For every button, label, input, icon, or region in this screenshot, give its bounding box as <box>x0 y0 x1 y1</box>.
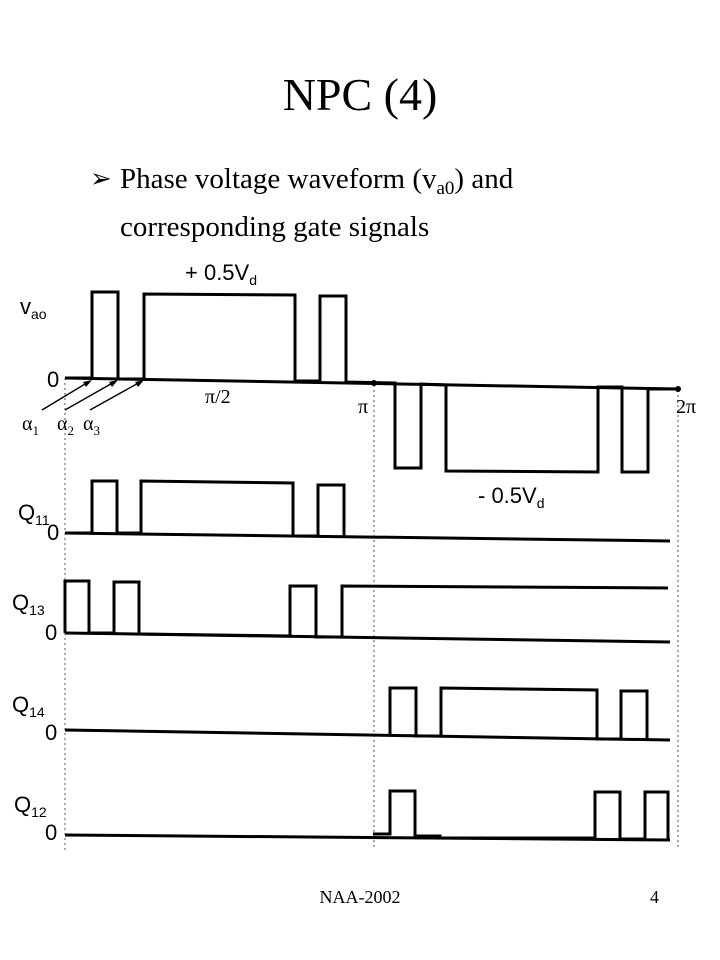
alpha1-label: α1 <box>22 413 39 438</box>
q13-label: Q13 <box>12 590 45 618</box>
minus-voltage-label: - 0.5Vd <box>478 483 545 511</box>
plus-voltage-label: + 0.5Vd <box>185 260 257 288</box>
q13-zero-label: 0 <box>45 620 57 645</box>
alpha3-arrow <box>89 380 143 411</box>
bullet-text-end: ) and corresponding gate signals <box>120 163 514 243</box>
alpha-arrows <box>41 380 143 411</box>
footer-page-number: 4 <box>650 887 659 907</box>
vao-waveform <box>65 290 680 474</box>
alpha2-label: α2 <box>57 413 74 438</box>
q14-zero-label: 0 <box>45 720 57 745</box>
slide-title: NPC (4) <box>282 69 438 120</box>
vao-zero-label: 0 <box>47 367 59 392</box>
q11-gate-signal <box>65 479 346 538</box>
alpha3-arrowhead-icon <box>135 380 144 387</box>
bullet-subscript: a0 <box>436 178 455 199</box>
q12-label: Q12 <box>14 792 47 820</box>
reference-gridlines <box>64 378 679 850</box>
q11-label: Q11 <box>18 500 50 528</box>
q11-baseline <box>64 531 671 543</box>
q13-gate-signal <box>63 579 669 639</box>
q14-label: Q14 <box>12 692 45 720</box>
bullet-text-start: Phase voltage waveform (v <box>120 163 437 195</box>
npc-waveform-figure: vao 0 + 0.5Vd - 0.5Vd π/2 π 2π α1 α2 α3 … <box>12 260 696 850</box>
q11-zero-label: 0 <box>47 520 59 545</box>
alpha1-arrow <box>41 380 91 411</box>
two-pi-label: 2π <box>676 396 696 418</box>
alpha2-arrow <box>64 380 117 411</box>
pi-half-label: π/2 <box>205 386 231 408</box>
arrow-bullet-icon: ➢ <box>90 164 112 193</box>
pi-label: π <box>358 396 368 418</box>
bullet-text: Phase voltage waveform (va0) and corresp… <box>120 160 640 246</box>
q14-baseline <box>64 728 671 742</box>
q12-zero-label: 0 <box>45 820 57 845</box>
alpha1-arrowhead-icon <box>83 380 92 387</box>
alpha3-label: α3 <box>83 413 100 438</box>
q14-gate-signal <box>388 686 649 741</box>
vao-label: vao <box>20 294 47 322</box>
footer-course-code: NAA-2002 <box>319 887 401 907</box>
q12-gate-signal <box>373 789 670 841</box>
pi-dot-icon <box>371 380 377 386</box>
alpha2-arrowhead-icon <box>109 380 118 387</box>
two-pi-dot-icon <box>675 386 681 392</box>
